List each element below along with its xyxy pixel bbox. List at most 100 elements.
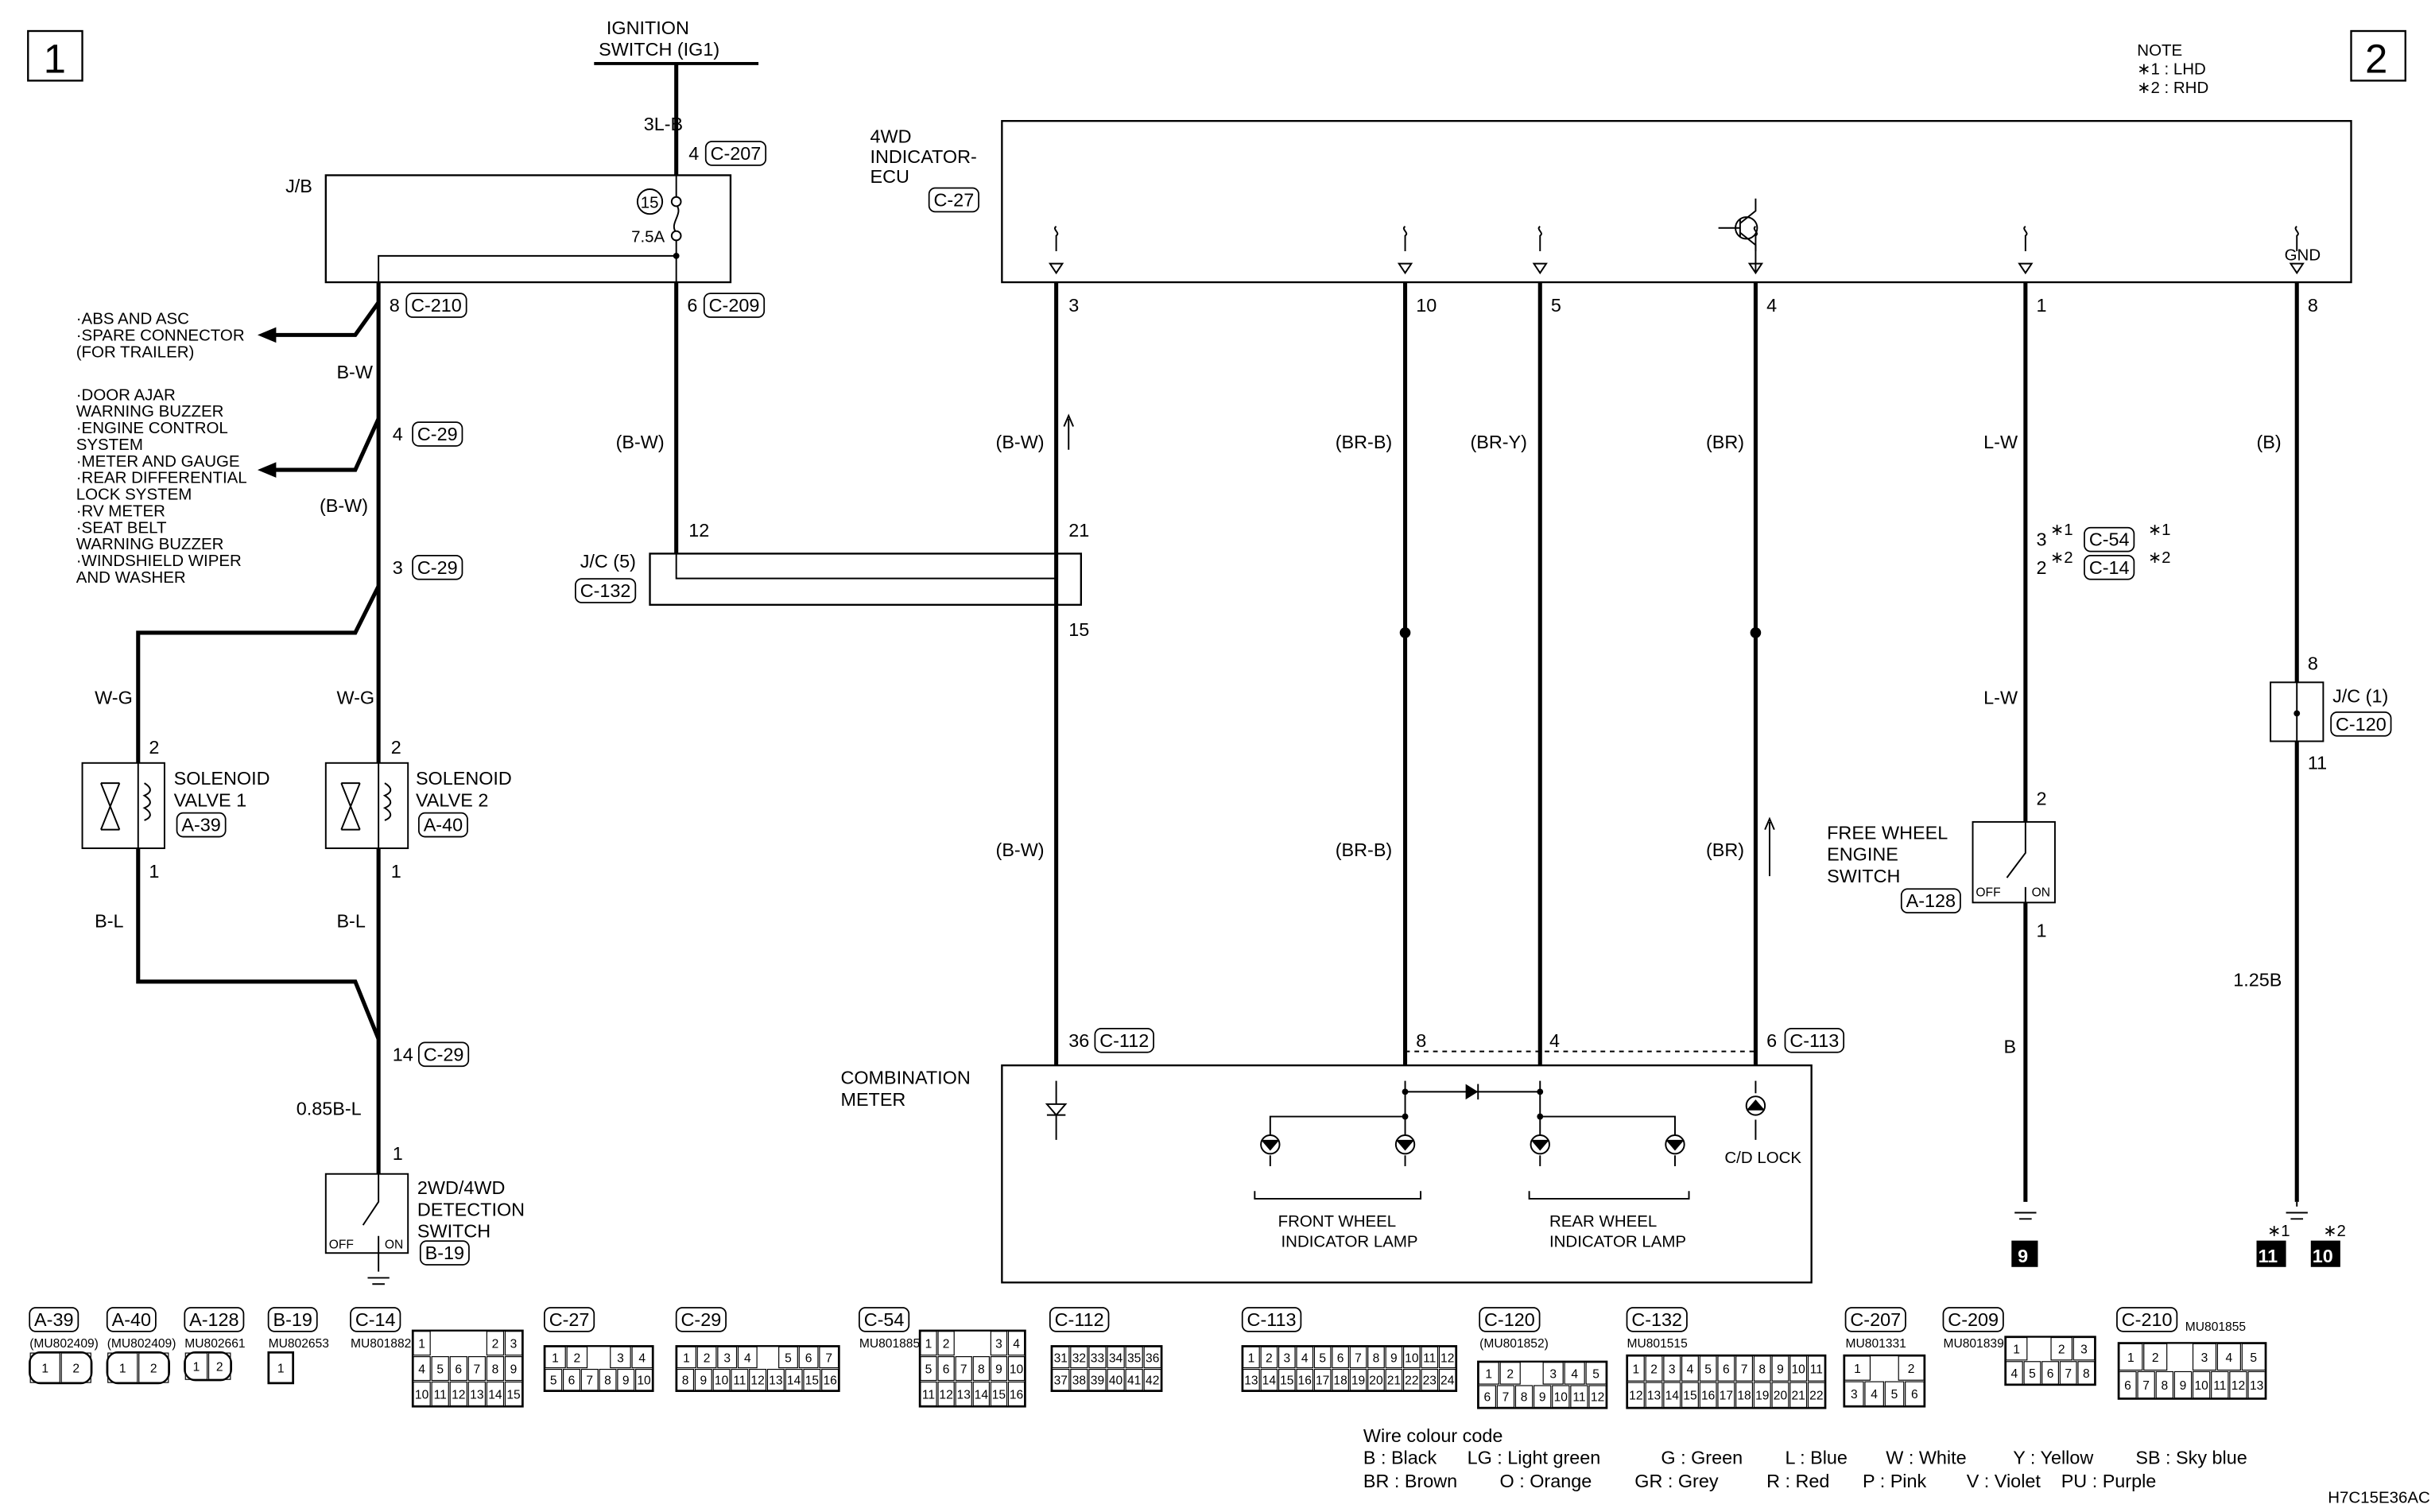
pin-label: 8 (682, 1374, 689, 1388)
switch-icon (362, 1173, 390, 1285)
terminal-icon (2289, 226, 2305, 275)
colour-code-item: O : Orange (1500, 1471, 1592, 1491)
part-number: MU802653 (269, 1337, 329, 1351)
pin-label: 8 (492, 1363, 499, 1376)
pin-label: 7 (2065, 1367, 2072, 1381)
lamp-label: INDICATOR LAMP (1549, 1232, 1686, 1250)
pin-label: 12 (1440, 1351, 1454, 1365)
wire-color-label: B-W (336, 362, 372, 382)
pin-label: 14 (1665, 1390, 1680, 1403)
wire-color-label: B-L (95, 911, 123, 932)
pin-label: 1 (683, 1351, 690, 1365)
jb-label: J/B (285, 176, 312, 196)
fuse-number-circle (636, 188, 664, 215)
pin-label: 5 (2029, 1367, 2036, 1381)
connector-tag: C-120 (2336, 714, 2387, 735)
connector-tag-frame (176, 812, 227, 838)
ground-badge-10 (2310, 1240, 2340, 1267)
part-number: (MU802409) (107, 1337, 176, 1351)
connector-tag: A-128 (189, 1309, 238, 1330)
branch-item: WARNING BUZZER (76, 535, 224, 553)
fuse-terminal (670, 230, 682, 242)
pin-label: 10 (637, 1374, 651, 1388)
pin-label: 8 (978, 1363, 985, 1376)
pin-label: 2 (1908, 1363, 1915, 1376)
splice-dot (673, 252, 680, 259)
ground-number: 9 (2018, 1246, 2028, 1266)
branch-arrow-line (268, 417, 381, 472)
lamp-label: INDICATOR LAMP (1281, 1232, 1417, 1250)
connector-tag: C-29 (417, 424, 458, 444)
pin-label: 2 (704, 1351, 711, 1365)
solenoid-label: VALVE 1 (174, 789, 246, 810)
pin-label: 7 (474, 1363, 481, 1376)
pin-number: 4 (688, 143, 699, 164)
branch-item: ·ENGINE CONTROL (76, 419, 228, 437)
pin-label: 3 (1283, 1351, 1290, 1365)
connector-tag: C-132 (580, 580, 631, 601)
colour-code-item: B : Black (1363, 1448, 1437, 1468)
connector-tag-frame (1094, 1027, 1154, 1053)
pin-label: 1 (1485, 1367, 1492, 1381)
pin-label: 22 (1405, 1374, 1418, 1388)
colour-code-item: P : Pink (1863, 1471, 1926, 1491)
pin-label: 7 (1355, 1351, 1362, 1365)
wire-color-label: (B-W) (996, 839, 1045, 860)
pin-label: 7 (586, 1374, 593, 1388)
ground-badge-11 (2256, 1240, 2286, 1267)
note-line: ∗2 : RHD (2137, 79, 2208, 97)
meter-label: COMBINATION (840, 1068, 970, 1088)
current-arrow-icon (1063, 413, 1074, 450)
pin-number: 8 (2308, 295, 2318, 316)
pin-number: 8 (390, 295, 400, 316)
pin-label: 11 (2213, 1379, 2226, 1393)
pin-number: 3 (393, 557, 403, 578)
switch-label: SWITCH (1827, 866, 1900, 886)
pin-label: 20 (1369, 1374, 1383, 1388)
pin-label: 8 (1758, 1363, 1766, 1376)
colour-code-item: W : White (1886, 1448, 1966, 1468)
ecu-label: ECU (870, 166, 909, 187)
pin-number: 36 (1068, 1030, 1089, 1051)
switch-icon (2006, 821, 2026, 903)
connector-tag: B-19 (425, 1243, 464, 1263)
ground-badge-9 (2011, 1240, 2038, 1267)
wire-color-label: (B-W) (616, 432, 665, 452)
pin-label: 10 (415, 1388, 429, 1402)
wire-color-label: 1.25B (2233, 970, 2282, 991)
connector-tag: C-14 (355, 1309, 396, 1330)
pin-label: 18 (1737, 1390, 1751, 1403)
branch-item: WARNING BUZZER (76, 402, 224, 421)
pin-label: 17 (1720, 1390, 1733, 1403)
pin-label: 15 (506, 1388, 521, 1402)
pin-label: 38 (1072, 1374, 1086, 1388)
pin-number: 8 (2308, 653, 2318, 674)
pin-label: 5 (1704, 1363, 1712, 1376)
part-number: (MU801852) (1479, 1337, 1549, 1351)
note-mark: ∗2 (2050, 549, 2073, 567)
ignition-label: IGNITION (607, 17, 689, 38)
page-marker-box-2 (2350, 29, 2406, 82)
pin-label: 7 (825, 1351, 832, 1365)
diode-icon (1465, 1084, 1479, 1100)
ecu-wires (1048, 226, 2305, 1202)
pin-number: 5 (1551, 295, 1561, 316)
lamp-wiring (1269, 1080, 1757, 1166)
pin-label: 9 (1539, 1391, 1546, 1405)
wire-color-label: B-L (336, 911, 365, 932)
note-mark: ∗2 (2148, 549, 2171, 567)
pin-label: 39 (1091, 1374, 1104, 1388)
note-mark: ∗2 (2323, 1222, 2346, 1240)
colour-code-item: G : Green (1661, 1448, 1743, 1468)
connector-tag: A-39 (34, 1309, 73, 1330)
pin-label: 22 (1809, 1390, 1823, 1403)
pin-label: 9 (510, 1363, 518, 1376)
pin-label: 18 (1333, 1374, 1347, 1388)
pin-label: 20 (1774, 1390, 1788, 1403)
wire-color-label: (B-W) (996, 432, 1045, 452)
connector-tag-frame (928, 187, 979, 213)
pin-label: 1 (925, 1338, 933, 1351)
